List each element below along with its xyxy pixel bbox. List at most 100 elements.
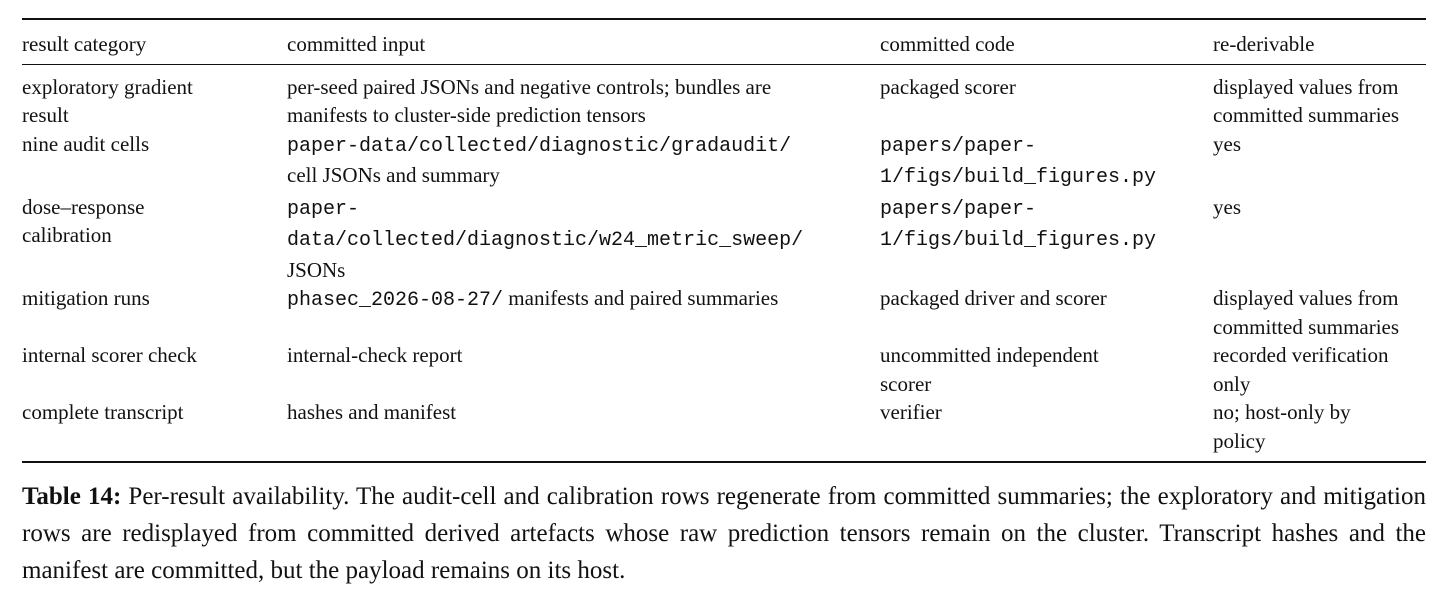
- cell-committed-input-line: manifests to cluster-side prediction ten…: [287, 101, 880, 130]
- cell-committed-input-line: phasec_2026-08-27/ manifests and paired …: [287, 284, 880, 316]
- cell-committed-input: paper-data/collected/diagnostic/w24_metr…: [287, 193, 880, 285]
- cell-result-category: complete transcript: [22, 398, 287, 455]
- cell-committed-code: packaged driver and scorer: [880, 284, 1213, 341]
- cell-committed-input: phasec_2026-08-27/ manifests and paired …: [287, 284, 880, 341]
- header-committed-code: committed code: [880, 32, 1015, 56]
- cell-committed-input: hashes and manifest: [287, 398, 880, 455]
- cell-re-derivable: displayed values from committed summaries: [1213, 284, 1426, 341]
- cell-committed-code: packaged scorer: [880, 65, 1213, 130]
- cell-re-derivable-line: no; host-only by: [1213, 400, 1351, 424]
- availability-table: result category committed input committe…: [22, 20, 1426, 455]
- caption-label: Table 14:: [22, 483, 122, 510]
- table-header-rule: [22, 63, 1426, 65]
- cell-committed-code-text: papers/paper-: [880, 134, 1037, 158]
- cell-result-category-line: internal scorer check: [22, 343, 197, 367]
- cell-re-derivable: yes: [1213, 130, 1426, 193]
- cell-re-derivable-line: recorded verification: [1213, 343, 1389, 367]
- table-row: internal scorer check internal-check repo…: [22, 341, 1426, 398]
- table-row: mitigation runs phasec_2026-08-27/ manife…: [22, 284, 1426, 341]
- cell-committed-input-text: per-seed paired JSONs and negative contr…: [287, 74, 772, 99]
- cell-committed-code-line: verifier: [880, 398, 1213, 427]
- cell-re-derivable-line: policy: [1213, 428, 1266, 453]
- cell-committed-code: uncommitted independent scorer: [880, 341, 1213, 398]
- cell-result-category: nine audit cells: [22, 130, 287, 193]
- cell-committed-code-line: uncommitted independent: [880, 341, 1213, 370]
- cell-result-category: dose–response calibration: [22, 193, 287, 285]
- cell-result-category-line: nine audit cells: [22, 131, 150, 156]
- cell-committed-code-text: 1/figs/build_figures.py: [880, 229, 1157, 252]
- cell-committed-code-line: packaged driver and scorer: [880, 284, 1213, 313]
- cell-result-category: exploratory gradient result: [22, 65, 287, 130]
- cell-committed-input-text: paper-: [287, 197, 360, 221]
- cell-committed-input-text: hashes and manifest: [287, 400, 457, 424]
- cell-committed-input-text: phasec_2026-08-27/: [287, 289, 504, 312]
- cell-committed-code-text: papers/paper-: [880, 197, 1037, 221]
- cell-result-category: mitigation runs: [22, 284, 287, 341]
- cell-committed-code-text: uncommitted independent: [880, 343, 1099, 367]
- table-row: dose–response calibration paper-data/colle…: [22, 193, 1426, 285]
- table-header-row: result category committed input committe…: [22, 20, 1426, 59]
- cell-committed-code-line: scorer: [880, 370, 1213, 399]
- cell-committed-code-text: packaged driver and scorer: [880, 286, 1107, 310]
- table-row: exploratory gradient result per-seed paire…: [22, 65, 1426, 130]
- cell-committed-code: papers/paper- 1/figs/build_figures.py: [880, 130, 1213, 193]
- cell-committed-code-line: 1/figs/build_figures.py: [880, 161, 1213, 193]
- cell-re-derivable: recorded verification only: [1213, 341, 1426, 398]
- table-body: exploratory gradient result per-seed paire…: [22, 65, 1426, 456]
- cell-committed-code-text: 1/figs/build_figures.py: [880, 166, 1157, 189]
- cell-committed-input-suffix: manifests and paired summaries: [503, 286, 779, 310]
- cell-committed-code: verifier: [880, 398, 1213, 455]
- table-bottom-rule: [22, 461, 1426, 463]
- cell-committed-input-line: cell JSONs and summary: [287, 161, 880, 190]
- header-re-derivable: re-derivable: [1213, 32, 1315, 56]
- cell-committed-input-text: data/collected/diagnostic/w24_metric_swe…: [287, 229, 804, 252]
- cell-result-category: internal scorer check: [22, 341, 287, 398]
- cell-committed-input: internal-check report: [287, 341, 880, 398]
- cell-re-derivable-line: displayed values from: [1213, 286, 1399, 310]
- table-row: complete transcript hashes and manifest ve…: [22, 398, 1426, 455]
- cell-re-derivable-line: committed summaries: [1213, 314, 1400, 339]
- cell-re-derivable-line: committed summaries: [1213, 103, 1400, 127]
- cell-committed-input-line: JSONs: [287, 256, 880, 285]
- cell-committed-input-line: internal-check report: [287, 341, 880, 370]
- cell-committed-code-text: packaged scorer: [880, 74, 1016, 99]
- cell-committed-input-line: data/collected/diagnostic/w24_metric_swe…: [287, 224, 880, 256]
- cell-re-derivable: displayed values from committed summaries: [1213, 65, 1426, 130]
- table-top-rule: [22, 18, 1426, 20]
- cell-result-category-line: dose–response: [22, 194, 145, 219]
- cell-committed-input-text: internal-check report: [287, 343, 463, 367]
- cell-committed-code-line: packaged scorer: [880, 73, 1213, 102]
- cell-re-derivable-line: yes: [1213, 131, 1241, 156]
- cell-committed-input-line: per-seed paired JSONs and negative contr…: [287, 73, 880, 102]
- cell-committed-code-text: verifier: [880, 400, 942, 424]
- cell-committed-input-text: cell JSONs and summary: [287, 163, 500, 187]
- cell-result-category-line: calibration: [22, 223, 112, 247]
- cell-result-category-line: result: [22, 103, 69, 127]
- cell-committed-code: papers/paper- 1/figs/build_figures.py: [880, 193, 1213, 285]
- table-caption: Table 14: Per-result availability. The a…: [22, 478, 1426, 589]
- table-row: nine audit cells paper-data/collected/dia…: [22, 130, 1426, 193]
- cell-committed-input-line: paper-data/collected/diagnostic/gradaudi…: [287, 130, 880, 162]
- header-committed-input: committed input: [287, 32, 426, 56]
- cell-committed-input-text: JSONs: [287, 257, 346, 282]
- cell-re-derivable: yes: [1213, 193, 1426, 285]
- cell-committed-input: paper-data/collected/diagnostic/gradaudi…: [287, 130, 880, 193]
- caption-text: Per-result availability. The audit-cell …: [22, 483, 1426, 584]
- cell-result-category-line: exploratory gradient: [22, 74, 193, 99]
- cell-re-derivable-line: displayed values from: [1213, 74, 1399, 99]
- cell-committed-code-line: papers/paper-: [880, 130, 1213, 162]
- cell-committed-input-text: paper-data/collected/diagnostic/gradaudi…: [287, 134, 792, 158]
- cell-committed-code-line: papers/paper-: [880, 193, 1213, 225]
- cell-committed-code-text: scorer: [880, 371, 932, 396]
- cell-re-derivable: no; host-only by policy: [1213, 398, 1426, 455]
- cell-re-derivable-line: yes: [1213, 194, 1241, 219]
- cell-re-derivable-line: only: [1213, 371, 1251, 396]
- cell-result-category-line: complete transcript: [22, 400, 184, 424]
- cell-result-category-line: mitigation runs: [22, 286, 150, 310]
- cell-committed-input-text: manifests to cluster-side prediction ten…: [287, 103, 646, 127]
- availability-table-container: result category committed input committe…: [22, 18, 1426, 463]
- cell-committed-input-line: hashes and manifest: [287, 398, 880, 427]
- cell-committed-input-line: paper-: [287, 193, 880, 225]
- cell-committed-code-line: 1/figs/build_figures.py: [880, 224, 1213, 256]
- cell-committed-input: per-seed paired JSONs and negative contr…: [287, 65, 880, 130]
